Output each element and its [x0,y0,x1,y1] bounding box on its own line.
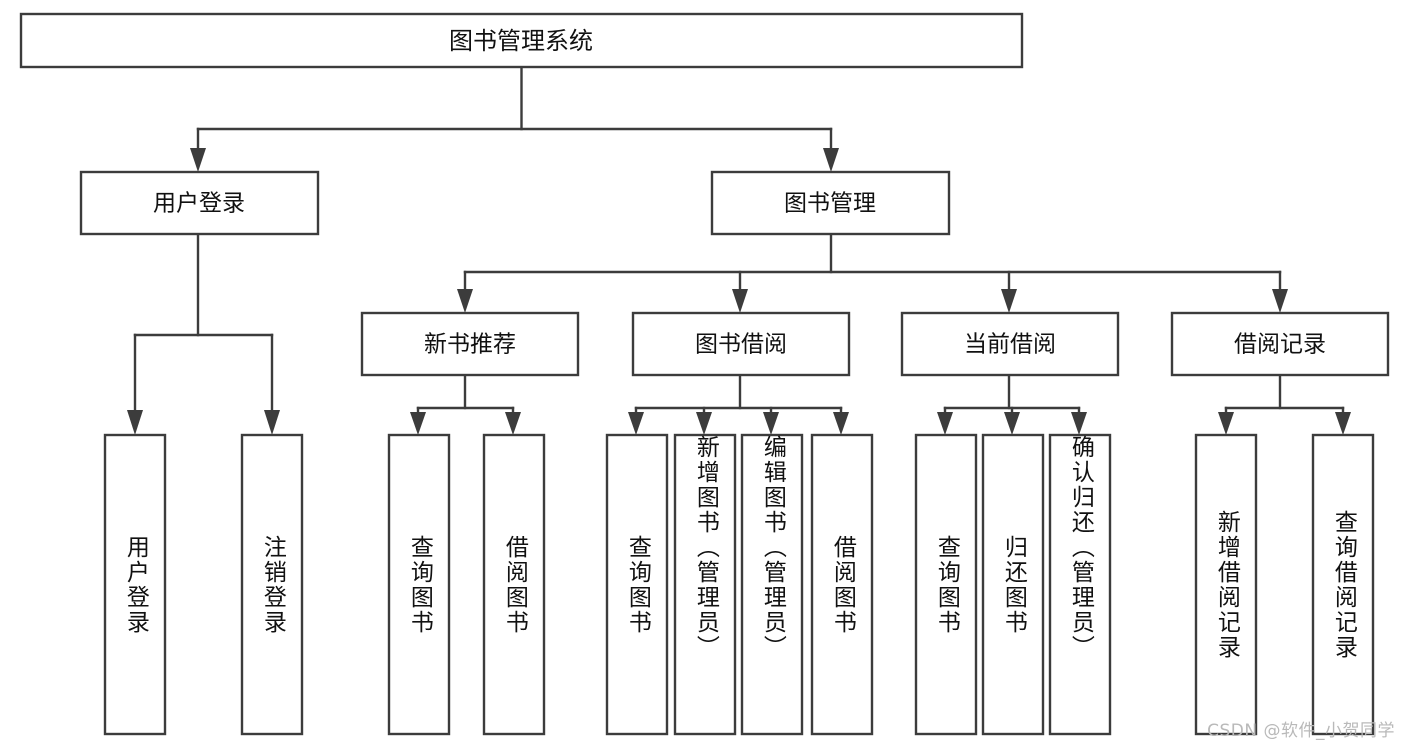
node-book-borrow[interactable] [631,311,851,377]
leaf-currentborrow-return-book[interactable] [981,433,1045,736]
leaf-newbook-borrow-book[interactable] [482,433,546,736]
leaf-bookborrow-add-book-admin[interactable] [673,433,737,736]
connector-root-to-level2 [190,65,839,172]
watermark-text: CSDN @软件_小贺同学 [1207,721,1395,741]
connector-bookborrow-to-leaves [628,373,849,435]
node-new-book-recommend[interactable] [360,311,580,377]
connector-newbook-to-leaves [410,373,521,435]
leaf-bookborrow-query-book[interactable] [605,433,669,736]
connector-borrowrecord-to-leaves [1218,373,1351,435]
leaf-bookborrow-borrow-book[interactable] [810,433,874,736]
leaf-currentborrow-query-book[interactable] [914,433,978,736]
node-borrow-record-label: 借阅记录 [1234,332,1326,358]
leaf-currentborrow-confirm-return-admin[interactable] [1048,433,1112,736]
node-current-borrow-label: 当前借阅 [964,332,1056,358]
node-root-label: 图书管理系统 [449,27,593,55]
node-book-management-label: 图书管理 [784,191,876,217]
leaf-borrowrecord-add-record[interactable] [1194,433,1258,736]
node-current-borrow[interactable] [900,311,1120,377]
node-book-management[interactable] [710,170,951,236]
leaf-user-login-logout[interactable] [240,433,304,736]
leaf-newbook-query-book[interactable] [387,433,451,736]
connector-bookmgmt-to-level3 [457,232,1288,313]
node-new-book-recommend-label: 新书推荐 [424,332,516,358]
connector-userlogin-to-leaves [127,232,280,435]
node-root-book-management-system[interactable] [19,12,1024,69]
leaf-bookborrow-edit-book-admin[interactable] [740,433,804,736]
node-user-login[interactable] [79,170,320,236]
connector-currentborrow-to-leaves [937,373,1087,435]
node-user-login-label: 用户登录 [153,191,245,217]
leaf-user-login-login[interactable] [103,433,167,736]
node-book-borrow-label: 图书借阅 [695,332,787,358]
node-borrow-record[interactable] [1170,311,1390,377]
leaf-borrowrecord-query-record[interactable] [1311,433,1375,736]
